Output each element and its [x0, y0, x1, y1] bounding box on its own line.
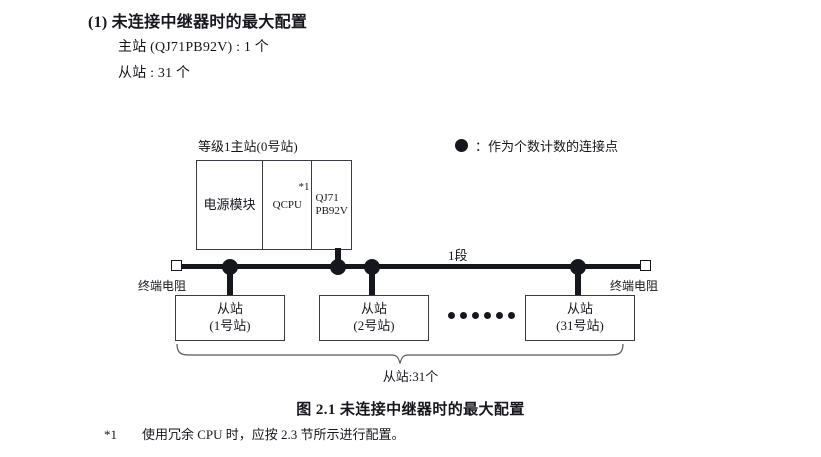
ellipsis-dot — [484, 312, 491, 319]
master-station-label: 等级1主站(0号站) — [198, 139, 298, 154]
drop-line-slave-2 — [369, 267, 375, 295]
network-module-label-line1: QJ71 — [315, 192, 339, 205]
drop-line-slave-31 — [575, 267, 581, 295]
ellipsis-dot — [496, 312, 503, 319]
section-number: (1) — [88, 14, 108, 31]
cpu-module-label: QCPU — [272, 198, 302, 211]
slave-station-title-31: 从站 — [566, 301, 593, 317]
slave-station-title-1: 从站 — [216, 301, 243, 317]
ellipsis-dots — [448, 312, 515, 319]
master-station-rack: 电源模块 QCPU *1 QJ71 PB92V — [196, 160, 352, 250]
terminal-resistor-right-label: 终端电阻 — [610, 279, 659, 293]
fieldbus-trunk-line — [180, 264, 641, 269]
slave-station-subtitle-1: (1号站) — [209, 318, 251, 333]
ellipsis-dot — [472, 312, 479, 319]
slave-station-subtitle-31: (31号站) — [556, 318, 604, 333]
filled-circle-icon — [455, 139, 468, 152]
footnote: *1 使用冗余 CPU 时，应按 2.3 节所示进行配置。 — [104, 424, 405, 443]
power-module-cell: 电源模块 — [197, 161, 264, 249]
legend: ： 作为个数计数的连接点 — [455, 136, 618, 155]
slave-count-label: 从站:31个 — [382, 369, 439, 384]
network-module-label-line2: PB92V — [315, 205, 348, 217]
cpu-module-cell: QCPU *1 — [263, 161, 313, 249]
bus-segment-label: 1段 — [448, 248, 468, 263]
ellipsis-dot — [460, 312, 467, 319]
legend-text: 作为个数计数的连接点 — [488, 139, 619, 154]
master-drop-line — [335, 248, 341, 269]
connection-node-master — [330, 259, 346, 275]
slave-station-box-31: 从站 (31号站) — [525, 295, 635, 341]
section-title: 未连接中继器时的最大配置 — [111, 14, 308, 31]
legend-separator: ： — [475, 139, 489, 154]
slave-station-box-1: 从站 (1号站) — [175, 295, 285, 341]
slave-count-brace-icon — [176, 344, 624, 364]
slave-station-box-2: 从站 (2号站) — [319, 295, 429, 341]
footnote-marker: *1 — [104, 427, 117, 442]
terminal-resistor-left-icon — [171, 260, 182, 271]
power-module-label: 电源模块 — [203, 196, 256, 212]
slave-station-subtitle-2: (2号站) — [353, 318, 395, 333]
terminal-resistor-left-label: 终端电阻 — [138, 279, 187, 293]
footnote-text: 使用冗余 CPU 时，应按 2.3 节所示进行配置。 — [142, 427, 405, 442]
cpu-footnote-marker: *1 — [298, 181, 310, 193]
ellipsis-dot — [508, 312, 515, 319]
slave-station-title-2: 从站 — [360, 301, 387, 317]
ellipsis-dot — [448, 312, 455, 319]
section-line-master: 主站 (QJ71PB92V) : 1 个 — [118, 40, 270, 55]
terminal-resistor-right-icon — [640, 260, 651, 271]
section-heading: (1)未连接中继器时的最大配置 — [88, 8, 307, 32]
network-module-cell: QJ71 PB92V — [312, 161, 351, 249]
section-line-slave: 从站 : 31 个 — [118, 66, 191, 81]
figure-caption: 图 2.1 未连接中继器时的最大配置 — [296, 402, 525, 418]
drop-line-slave-1 — [227, 267, 233, 295]
